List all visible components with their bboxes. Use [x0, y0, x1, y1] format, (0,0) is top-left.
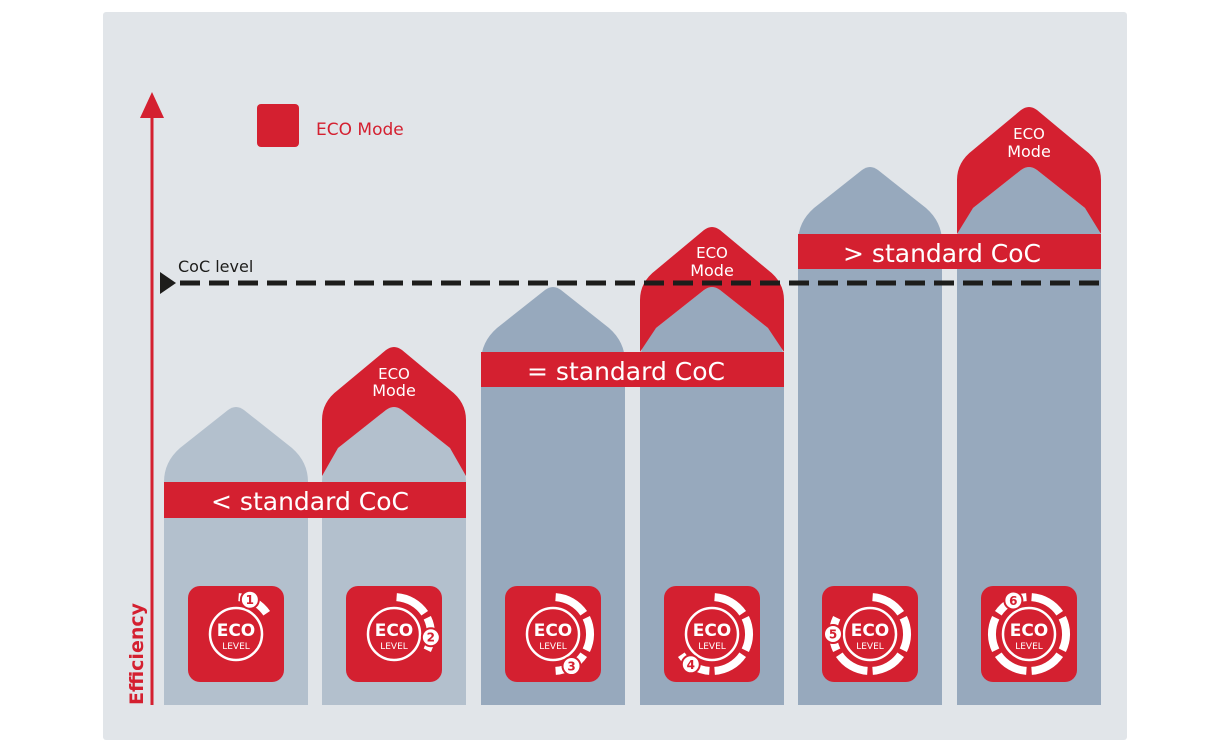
badge-eco-text: ECO — [217, 621, 256, 641]
badge-level-text: LEVEL — [539, 642, 567, 652]
badge-level-segment — [714, 593, 747, 616]
badge-level-segment — [872, 652, 905, 675]
badge-level-segment — [1031, 593, 1064, 616]
badge-level-segment — [555, 593, 588, 616]
badge-level-segment — [899, 616, 911, 652]
band-below-standard-label: < standard CoC — [211, 487, 409, 516]
badge-number-bubble — [823, 624, 843, 644]
badge-inner-ring — [842, 606, 898, 662]
eco-mode-cap-1-line2: Mode — [372, 381, 416, 400]
badge-number-bubble — [420, 627, 441, 648]
badge-level-text: LEVEL — [380, 642, 408, 652]
badge-level-segment — [835, 652, 868, 675]
badge-level-text: LEVEL — [698, 642, 726, 652]
badge-inner-ring — [525, 606, 581, 662]
badge-inner-ring — [684, 606, 740, 662]
badge-number: 1 — [246, 593, 254, 607]
band-equal-standard-label: = standard CoC — [527, 357, 725, 386]
badge-level-segment — [741, 616, 753, 652]
badge-level-segment — [1031, 652, 1064, 675]
eco-mode-cap-3-line2: Mode — [1007, 142, 1051, 161]
badge-eco-text: ECO — [851, 621, 890, 641]
coc-level-label: CoC level — [178, 257, 253, 276]
badge-inner-ring — [208, 606, 264, 662]
badge-level-segment — [988, 616, 1000, 652]
badge-number: 6 — [1009, 594, 1017, 608]
coc-bands: < standard CoC = standard CoC > standard… — [164, 234, 1101, 518]
efficiency-axis-label: Efficiency — [126, 602, 148, 705]
badge-level-segment — [582, 616, 594, 652]
eco-mode-cap-1 — [322, 347, 466, 476]
badge-level-segment — [396, 593, 429, 616]
badge-level-segment — [872, 593, 905, 616]
legend-label: ECO Mode — [316, 120, 404, 140]
efficiency-axis-arrow — [140, 92, 164, 118]
eco-mode-caps: ECO Mode ECO Mode ECO Mode — [322, 107, 1101, 476]
badge-eco-text: ECO — [534, 621, 573, 641]
badge-level-segment — [994, 652, 1027, 675]
badge-number-bubble — [561, 656, 582, 677]
eco-mode-cap-1-line1: ECO — [378, 365, 410, 383]
eco-mode-cap-2 — [640, 227, 784, 352]
badge-eco-text: ECO — [1010, 621, 1049, 641]
badge-number: 2 — [427, 631, 435, 645]
eco-mode-cap-3 — [957, 107, 1101, 234]
eco-mode-cap-2-line2: Mode — [690, 261, 734, 280]
badge-eco-text: ECO — [693, 621, 732, 641]
badge-eco-text: ECO — [375, 621, 414, 641]
badge-level-text: LEVEL — [222, 642, 250, 652]
eco-mode-cap-3-line1: ECO — [1013, 125, 1045, 143]
badge-number-bubble — [1003, 590, 1024, 611]
badge-number-bubble — [680, 654, 701, 675]
badge-level-segment — [1058, 616, 1070, 652]
badge-number: 5 — [829, 628, 837, 642]
badge-inner-ring — [1001, 606, 1057, 662]
badge-number-bubble — [239, 589, 260, 610]
band-above-standard — [798, 234, 1101, 269]
badge-number: 4 — [687, 658, 695, 672]
eco-mode-cap-2-line1: ECO — [696, 244, 728, 262]
badge-inner-ring — [366, 606, 422, 662]
badge-level-segment — [714, 652, 747, 675]
coc-level-marker — [160, 272, 176, 294]
band-above-standard-label: > standard CoC — [843, 239, 1041, 268]
badge-number: 3 — [567, 660, 575, 674]
band-below-standard — [164, 482, 466, 518]
legend-swatch — [257, 104, 299, 147]
badge-level-text: LEVEL — [1015, 642, 1043, 652]
column-6 — [957, 167, 1101, 705]
column-5 — [798, 167, 942, 705]
band-equal-standard — [481, 352, 784, 387]
badge-level-text: LEVEL — [856, 642, 884, 652]
